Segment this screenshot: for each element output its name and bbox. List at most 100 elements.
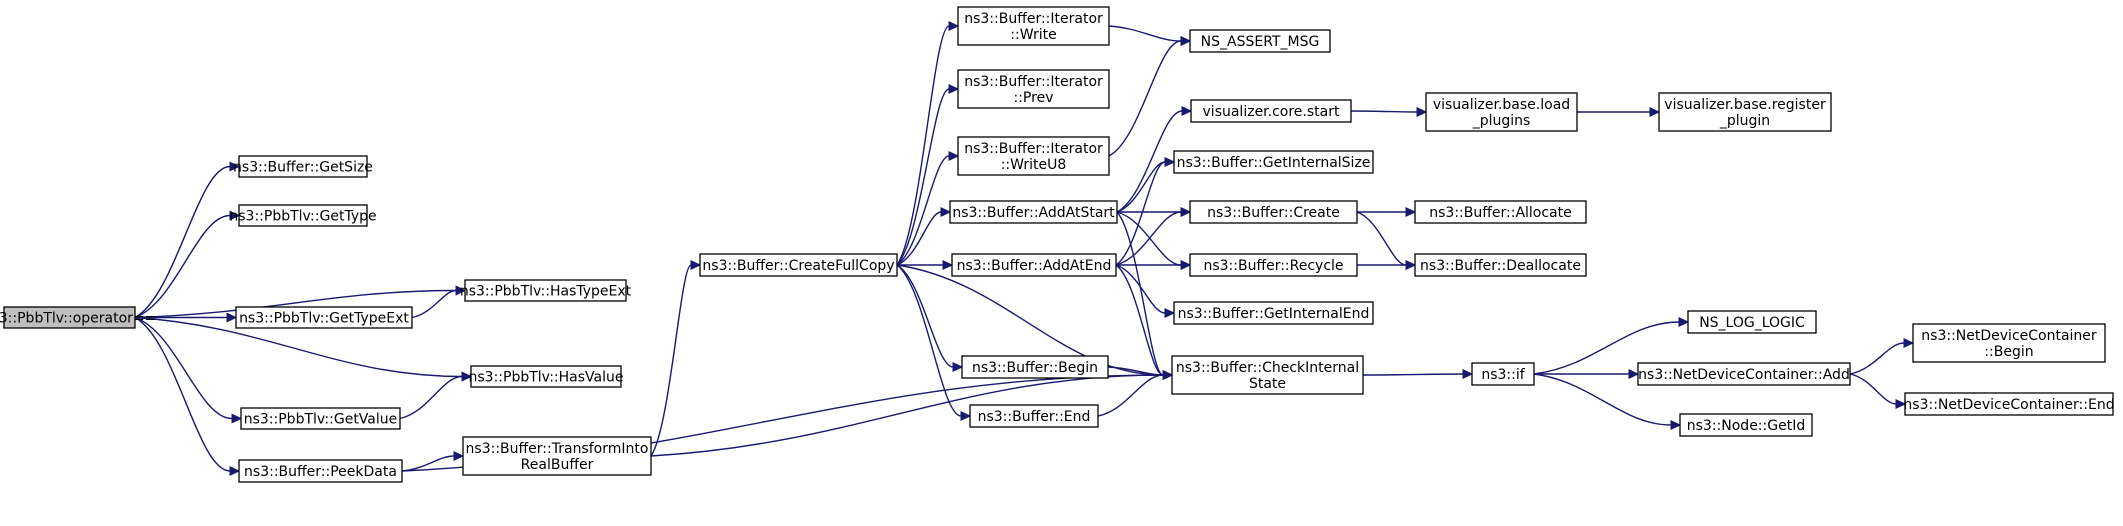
edge-line (1115, 161, 1166, 266)
node-box (699, 253, 898, 277)
arrowhead-icon (461, 371, 473, 382)
node-box (1173, 150, 1374, 174)
node-label: ns3::NetDeviceContainer::Add (1638, 367, 1850, 383)
node-label: ns3::Buffer::Deallocate (1420, 258, 1581, 274)
edge-line (399, 375, 463, 420)
edge-line (134, 289, 457, 319)
node-label: ns3::PbbTlv::HasValue (469, 370, 624, 386)
edge-line (1350, 110, 1418, 113)
edge-buf-checkinternal-to-ns3-if (1362, 369, 1474, 379)
edge-line (1356, 211, 1407, 266)
arrowhead-icon (948, 151, 960, 161)
node-box (951, 253, 1117, 277)
arrowhead-icon (1670, 420, 1682, 430)
node-label: ns3::Buffer::End (978, 409, 1091, 425)
node-buf-end[interactable]: ns3::Buffer::End (969, 404, 1099, 428)
arrowhead-icon (1162, 370, 1174, 380)
arrowhead-icon (1405, 207, 1417, 217)
node-label: ns3::PbbTlv::GetValue (244, 412, 398, 428)
edge-buf-createfullcopy-to-buf-begin (896, 264, 964, 372)
edge-operator-eq-to-tlv-gettypeext (135, 312, 238, 323)
node-ns3-if[interactable]: ns3::if (1471, 362, 1535, 386)
node-it-writeu8[interactable]: ns3::Buffer::Iterator::WriteU8 (957, 136, 1110, 176)
node-box (470, 365, 622, 388)
node-label: ns3::Buffer::CreateFullCopy (702, 258, 894, 274)
arrowhead-icon (453, 451, 465, 461)
node-buf-recycle[interactable]: ns3::Buffer::Recycle (1189, 253, 1358, 277)
node-buf-deallocate[interactable]: ns3::Buffer::Deallocate (1414, 253, 1587, 277)
arrowhead-icon (948, 84, 960, 94)
node-box (1414, 253, 1587, 277)
node-label: ns3::PbbTlv::GetType (229, 209, 376, 225)
node-label: ns3::Buffer::AddAtStart (952, 205, 1115, 221)
node-label: ns3::Node::GetId (1687, 418, 1805, 434)
node-box (1425, 92, 1578, 132)
node-operator-eq[interactable]: ns3::PbbTlv::operator== (0, 306, 156, 329)
node-it-prev[interactable]: ns3::Buffer::Iterator::Prev (957, 69, 1110, 109)
node-buf-create[interactable]: ns3::Buffer::Create (1189, 200, 1358, 224)
arrowhead-icon (960, 411, 972, 421)
node-label: ns3::Buffer::GetInternalEnd (1178, 306, 1370, 322)
node-tlv-hasvalue[interactable]: ns3::PbbTlv::HasValue (469, 365, 624, 388)
edge-line (1362, 373, 1464, 376)
node-node-getid[interactable]: ns3::Node::GetId (1679, 413, 1813, 437)
node-buf-addatend[interactable]: ns3::Buffer::AddAtEnd (951, 253, 1117, 277)
arrowhead-icon (1416, 107, 1428, 117)
node-box (1171, 355, 1364, 395)
arrowhead-icon (226, 312, 238, 323)
edge-line (1849, 373, 1897, 405)
node-label: visualizer.base.load (1433, 97, 1570, 113)
edge-buf-addatend-to-buf-checkinternal (1115, 264, 1174, 380)
node-ns-log-logic[interactable]: NS_LOG_LOGIC (1687, 310, 1817, 334)
edge-line (650, 264, 692, 457)
edge-buf-createfullcopy-to-it-prev (896, 84, 960, 266)
node-buf-createfullcopy[interactable]: ns3::Buffer::CreateFullCopy (699, 253, 898, 277)
edge-ns3-if-to-ndc-add (1533, 369, 1640, 379)
node-tlv-gettype[interactable]: ns3::PbbTlv::GetType (229, 204, 377, 227)
edge-line (134, 165, 231, 319)
node-ndc-add[interactable]: ns3::NetDeviceContainer::Add (1637, 362, 1851, 386)
edge-buf-createfullcopy-to-it-writeu8 (896, 151, 960, 266)
edge-ns3-if-to-node-getid (1533, 373, 1682, 430)
node-box (238, 459, 403, 483)
edge-buf-createfullcopy-to-it-write (896, 21, 960, 266)
node-label: ns3::Buffer::CheckInternal (1176, 360, 1359, 376)
node-tlv-getvalue[interactable]: ns3::PbbTlv::GetValue (240, 407, 401, 430)
edge-line (1108, 40, 1182, 157)
node-buf-allocate[interactable]: ns3::Buffer::Allocate (1414, 200, 1587, 224)
node-buf-addatstart[interactable]: ns3::Buffer::AddAtStart (949, 200, 1118, 224)
node-vis-base-load[interactable]: visualizer.base.load_plugins (1425, 92, 1578, 132)
edge-line (1115, 211, 1182, 266)
node-tlv-hastypeext[interactable]: ns3::PbbTlv::HasTypeExt (460, 279, 632, 302)
edge-buf-create-to-buf-allocate (1357, 207, 1417, 217)
edge-tlv-getvalue-to-tlv-hasvalue (399, 371, 473, 420)
edge-line (134, 214, 231, 319)
node-ndc-end[interactable]: ns3::NetDeviceContainer::End (1903, 392, 2115, 416)
arrowhead-icon (1164, 308, 1176, 318)
arrowhead-icon (1649, 107, 1661, 117)
arrowhead-icon (952, 362, 964, 372)
node-tlv-gettypeext[interactable]: ns3::PbbTlv::GetTypeExt (235, 306, 413, 329)
node-vis-core-start[interactable]: visualizer.core.start (1190, 99, 1352, 123)
node-vis-base-register[interactable]: visualizer.base.register_plugin (1658, 92, 1832, 132)
node-box (957, 69, 1110, 109)
node-ns-assert-msg[interactable]: NS_ASSERT_MSG (1189, 29, 1331, 53)
node-buf-getinternalend[interactable]: ns3::Buffer::GetInternalEnd (1173, 301, 1374, 325)
arrowhead-icon (1903, 338, 1915, 348)
edge-buf-transform-to-buf-createfullcopy (650, 260, 702, 457)
node-it-write[interactable]: ns3::Buffer::Iterator::Write (957, 6, 1110, 46)
node-buf-getsize[interactable]: ns3::Buffer::GetSize (233, 155, 373, 178)
node-box (238, 155, 368, 178)
node-buf-peekdata[interactable]: ns3::Buffer::PeekData (238, 459, 403, 483)
node-label: ::Write (1010, 27, 1056, 43)
edge-buf-addatend-to-buf-getinternalend (1115, 264, 1176, 318)
node-buf-begin[interactable]: ns3::Buffer::Begin (961, 355, 1109, 379)
node-ndc-begin[interactable]: ns3::NetDeviceContainer::Begin (1912, 323, 2106, 363)
node-box (462, 436, 652, 476)
node-box (957, 136, 1110, 176)
node-buf-getinternalsize[interactable]: ns3::Buffer::GetInternalSize (1173, 150, 1374, 174)
node-label: ns3::Buffer::Iterator (964, 74, 1103, 90)
